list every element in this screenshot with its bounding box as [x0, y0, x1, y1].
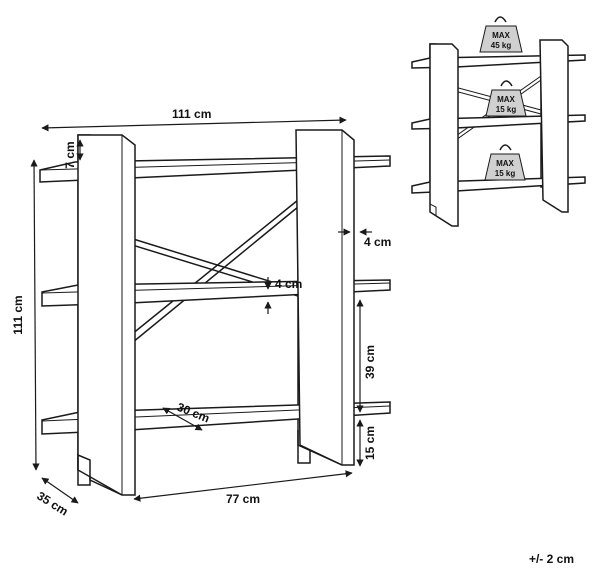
left-foot — [77, 453, 123, 496]
dim-overall-depth: 35 cm — [34, 477, 79, 519]
weight-top-max: MAX — [492, 31, 510, 40]
front-left-post — [77, 134, 136, 496]
dim-top-gap: 7 cm — [63, 139, 84, 169]
shelf-spacing-label: 39 cm — [363, 345, 377, 379]
top-gap-label: 7 cm — [63, 141, 77, 168]
dim-shelf-thickness: 4 cm — [264, 277, 302, 314]
weight-bottom-load: 15 kg — [495, 169, 516, 178]
front-right-post — [295, 129, 355, 466]
load-diagram: MAX 45 kg MAX 15 kg MAX 15 kg — [411, 16, 586, 227]
dim-height: 111 cm — [11, 159, 40, 471]
main-shelf-unit — [39, 129, 391, 496]
dim-post-width: 4 cm — [338, 228, 391, 249]
top-width-label: 111 cm — [172, 107, 211, 121]
post-width-label: 4 cm — [364, 235, 391, 249]
weight-middle-max: MAX — [497, 95, 515, 104]
weight-top-load: 45 kg — [491, 41, 512, 50]
dim-bottom-clearance: 15 cm — [356, 419, 377, 467]
right-foot — [297, 430, 343, 466]
inner-width-label: 77 cm — [226, 492, 260, 506]
weight-top: MAX 45 kg — [479, 16, 523, 53]
dim-inner-width: 77 cm — [133, 470, 353, 506]
height-label: 111 cm — [11, 295, 25, 334]
dim-top-width: 111 cm — [41, 107, 347, 132]
weight-middle: MAX 15 kg — [485, 80, 527, 117]
tolerance-note: +/- 2 cm — [529, 552, 574, 566]
bottom-clearance-label: 15 cm — [363, 426, 377, 460]
overall-depth-label: 35 cm — [34, 489, 70, 519]
dim-shelf-spacing: 39 cm — [356, 299, 377, 413]
shelf-thickness-label: 4 cm — [275, 277, 302, 291]
weight-bottom-max: MAX — [496, 159, 514, 168]
weight-bottom: MAX 15 kg — [484, 144, 526, 181]
weight-middle-load: 15 kg — [496, 105, 517, 114]
